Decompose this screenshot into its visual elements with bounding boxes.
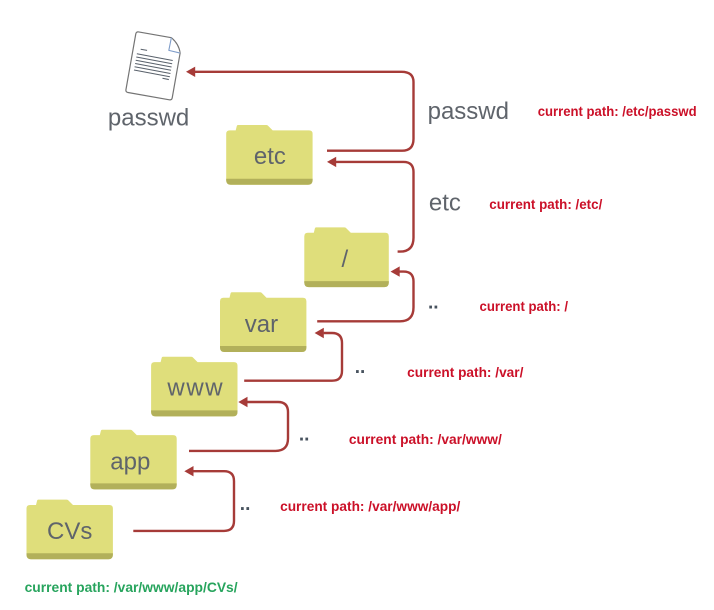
svg-text:current path: /var/www/: current path: /var/www/ xyxy=(349,432,502,447)
svg-text:current path: /var/www/app/: current path: /var/www/app/ xyxy=(280,499,460,514)
svg-text:etc: etc xyxy=(429,190,461,217)
svg-text:app: app xyxy=(110,449,150,476)
svg-text:..: .. xyxy=(355,357,366,378)
svg-text:current path: /var/: current path: /var/ xyxy=(407,365,523,380)
svg-text:var: var xyxy=(245,311,278,338)
svg-text:www: www xyxy=(166,375,224,402)
svg-text:etc: etc xyxy=(254,143,286,170)
svg-text:..: .. xyxy=(428,293,439,314)
svg-text:passwd: passwd xyxy=(428,98,509,125)
svg-text:..: .. xyxy=(299,425,310,446)
svg-text:passwd: passwd xyxy=(108,104,189,131)
svg-text:current path: /var/www/app/CVs: current path: /var/www/app/CVs/ xyxy=(25,580,238,595)
svg-text:CVs: CVs xyxy=(47,518,92,545)
svg-text:current path: /etc/passwd: current path: /etc/passwd xyxy=(538,104,697,119)
svg-text:/: / xyxy=(341,246,348,273)
svg-text:..: .. xyxy=(240,494,251,515)
svg-text:current path: /: current path: / xyxy=(480,299,569,314)
svg-text:current path: /etc/: current path: /etc/ xyxy=(489,197,602,212)
